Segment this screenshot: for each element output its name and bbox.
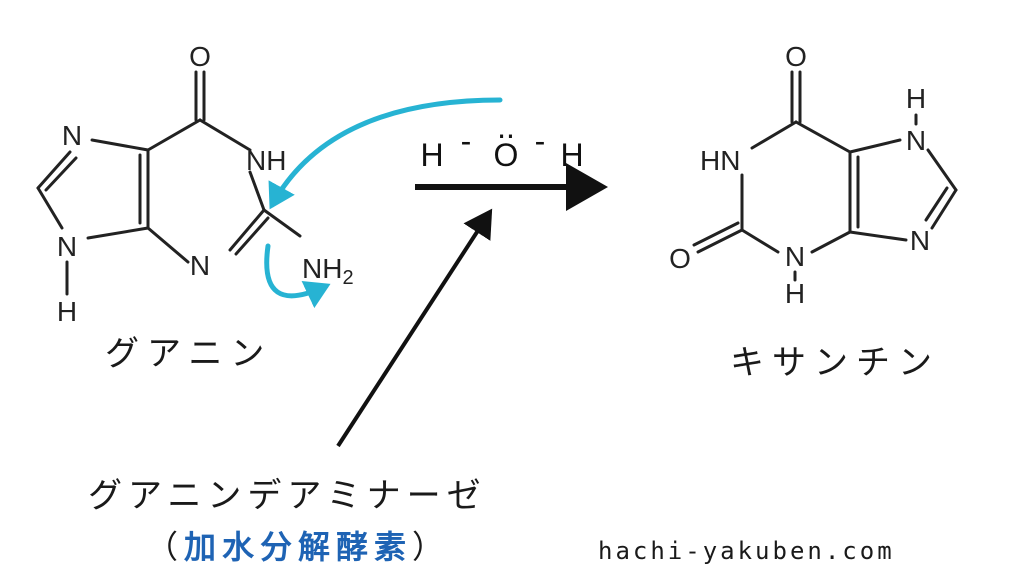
guanine-nh-atom: NH: [246, 145, 286, 176]
leaving-group-arrow: [264, 243, 331, 309]
nucleophilic-attack-arrow: [268, 97, 503, 210]
xanthine-n9-atom: N: [910, 225, 930, 256]
enzyme-type-label: 加水分解酵素: [184, 528, 413, 566]
enzyme-arrow: [336, 208, 493, 448]
guanine-n3-atom: N: [190, 250, 210, 281]
water-o-atom: O: [494, 137, 519, 173]
xanthine-n7-atom: N: [906, 125, 926, 156]
enzyme-name: グアニンデアミナーゼ: [88, 476, 487, 516]
xanthine-o-top-atom: O: [785, 41, 807, 72]
guanine-atoms: O N NH N H N NH2: [57, 41, 354, 327]
water-bond-left: -: [461, 123, 472, 159]
xanthine-n3-atom: N: [785, 241, 805, 272]
guanine-nh2-atom: NH2: [302, 253, 354, 289]
water-h-right: H: [560, 137, 583, 173]
guanine-h-atom: H: [57, 296, 77, 327]
xanthine-hn-atom: HN: [700, 145, 740, 176]
guanine-o-atom: O: [189, 41, 211, 72]
xanthine-h-bottom-atom: H: [785, 278, 805, 309]
water-molecule: H - O .. - H: [420, 109, 583, 173]
water-h-left: H: [420, 137, 443, 173]
enzyme-classification: （加水分解酵素）: [146, 522, 450, 568]
site-watermark: hachi-yakuben.com: [598, 537, 895, 565]
xanthine-label: キサンチン: [730, 343, 940, 383]
guanine-label: グアニン: [105, 334, 273, 374]
paren-open: （: [146, 528, 185, 566]
xanthine-atoms: O H N HN N O N H: [669, 41, 930, 309]
xanthine-h-top-atom: H: [906, 83, 926, 114]
guanine-n7-atom: N: [62, 120, 82, 151]
water-bond-right: -: [535, 123, 546, 159]
paren-close: ）: [412, 528, 451, 566]
guanine-n9-atom: N: [57, 231, 77, 262]
xanthine-o-left-atom: O: [669, 243, 691, 274]
guanine-structure: [36, 70, 302, 296]
water-lone-pair: ..: [497, 109, 515, 145]
xanthine-structure: [692, 70, 958, 282]
